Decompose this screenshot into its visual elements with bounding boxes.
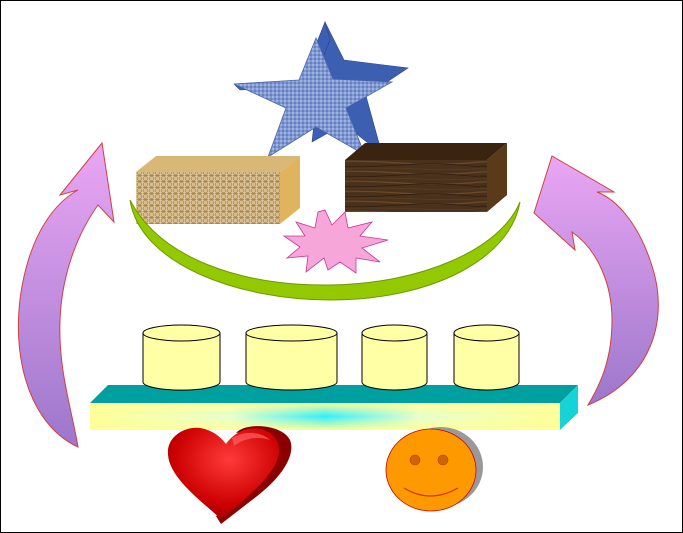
cylinders bbox=[142, 324, 520, 391]
wood-block bbox=[345, 143, 507, 212]
burlap-block bbox=[136, 156, 300, 224]
smiley-mouth bbox=[403, 487, 459, 497]
smiley-face bbox=[385, 427, 483, 512]
star bbox=[233, 20, 409, 158]
heart bbox=[167, 426, 292, 524]
smiley-left-eye bbox=[409, 454, 421, 466]
cylinder bbox=[361, 324, 428, 391]
cylinder bbox=[453, 324, 520, 391]
cylinder bbox=[245, 324, 338, 391]
curved-arrow-left bbox=[17, 141, 115, 448]
smiley-right-eye bbox=[437, 454, 449, 466]
explosion-burst bbox=[282, 209, 389, 274]
green-arc bbox=[129, 199, 521, 301]
curved-arrow-right bbox=[533, 155, 659, 407]
platform bbox=[90, 385, 578, 430]
cylinder bbox=[142, 324, 221, 391]
